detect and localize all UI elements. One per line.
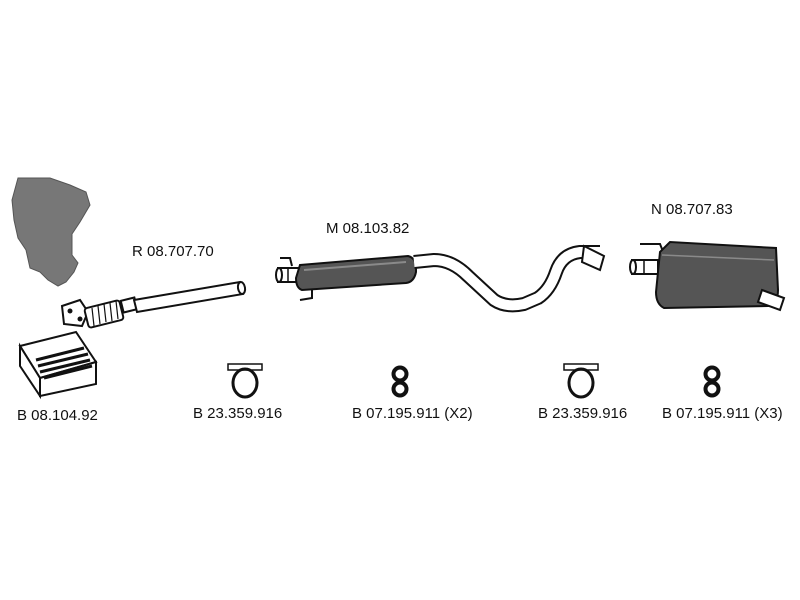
mounting-kit-label: B 08.104.92	[17, 407, 98, 424]
clamp-icon	[563, 363, 599, 399]
rubber-hanger-icon	[391, 365, 409, 398]
middle-section-label: M 08.103.82	[326, 220, 409, 237]
rear-silencer	[629, 240, 786, 312]
clamp-1-label: B 23.359.916	[193, 405, 282, 422]
clamp-icon	[227, 363, 263, 399]
rear-section-label: R 08.707.70	[132, 243, 214, 260]
clamp-2-label: B 23.359.916	[538, 405, 627, 422]
rubber-hanger-icon	[703, 365, 721, 398]
middle-silencer-pipe	[275, 244, 606, 313]
engine-manifold	[11, 177, 91, 287]
front-pipe	[60, 280, 247, 329]
hanger-2-label: B 07.195.911 (X3)	[662, 405, 783, 422]
mounting-kit-box	[18, 330, 98, 400]
hanger-1-label: B 07.195.911 (X2)	[352, 405, 473, 422]
end-section-label: N 08.707.83	[651, 201, 733, 218]
